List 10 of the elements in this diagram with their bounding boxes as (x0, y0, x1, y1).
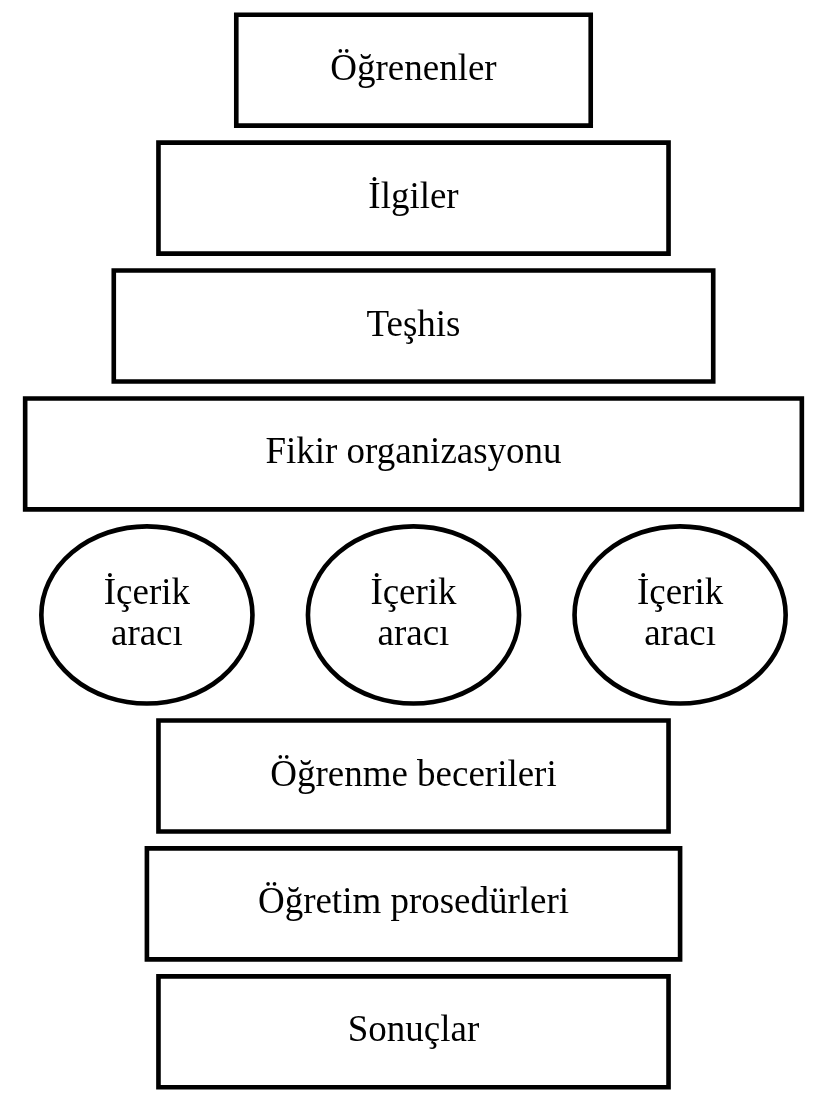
node-box: Sonuçlar (156, 974, 671, 1090)
node-box: Öğretim prosedürleri (144, 846, 683, 962)
node-box: İlgiler (156, 140, 671, 256)
node-box: Öğrenme becerileri (156, 718, 671, 834)
node-ellipse: İçerik aracı (305, 524, 522, 706)
node-ellipse: İçerik aracı (572, 524, 788, 706)
node-box: Teşhis (111, 268, 716, 384)
node-box: Öğrenenler (233, 12, 594, 128)
node-ellipse: İçerik aracı (39, 524, 255, 706)
node-box: Fikir organizasyonu (22, 396, 805, 512)
